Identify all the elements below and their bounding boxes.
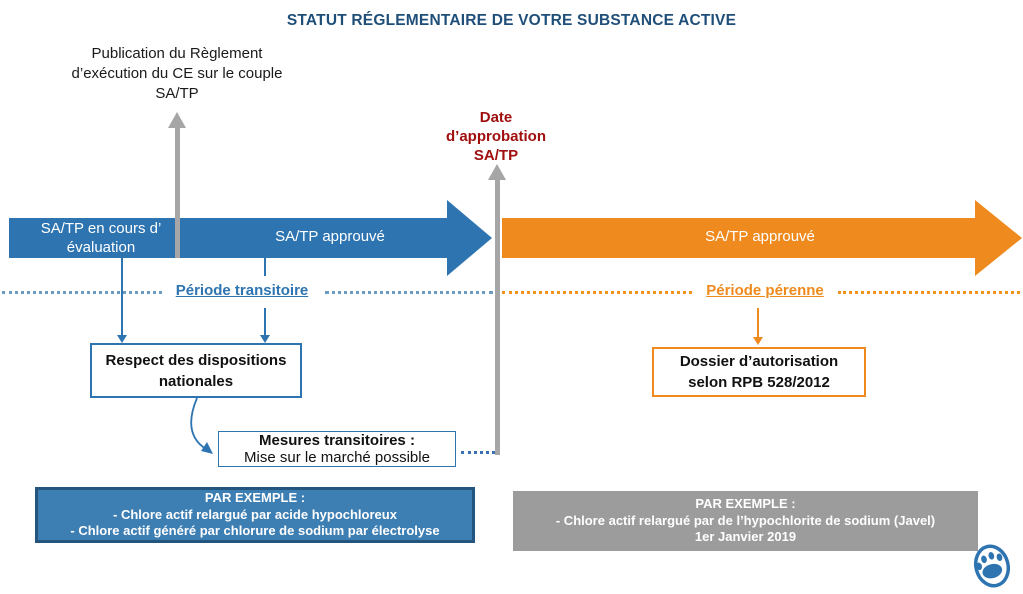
connector-orange [757,308,759,338]
connector-blue-left [121,258,123,336]
box-transitional-measures-body: Mise sur le marché possible [244,449,430,466]
dotted-line-blue-2 [325,291,493,294]
dotted-line-blue-1 [2,291,162,294]
dotted-line-orange-2 [838,291,1020,294]
connector-blue-left-arrow-icon [117,335,127,343]
up-arrow-approval-line [495,179,500,455]
connector-blue-right-lower [264,308,266,336]
up-arrow-publication-icon [168,112,186,128]
label-satp-approved-orange: SA/TP approuvé [705,228,815,245]
timeline-arrow-blue-head-icon [447,200,492,276]
connector-blue-right-arrow-icon [260,335,270,343]
connector-orange-arrow-icon [753,337,763,345]
approval-date-note: Date d’approbation SA/TP [446,109,546,164]
period-transitional-label: Période transitoire [175,282,309,299]
label-satp-approved-blue: SA/TP approuvé [275,228,385,245]
publication-note: Publication du Règlement d’exécution du … [71,45,283,102]
connector-blue-right-upper [264,258,266,276]
box-authorisation-dossier: Dossier d’autorisation selon RPB 528/201… [652,347,866,397]
box-transitional-measures-title: Mesures transitoires : [259,432,415,449]
example-gray-heading: PAR EXEMPLE : [695,496,796,512]
page-title: STATUT RÉGLEMENTAIRE DE VOTRE SUBSTANCE … [286,12,737,29]
dotted-line-orange-1 [502,291,692,294]
up-arrow-publication-line [175,127,180,258]
timeline-arrow-blue [9,218,447,258]
timeline-arrow-orange-head-icon [975,200,1022,276]
label-satp-evaluation: SA/TP en cours d’ évaluation [40,220,162,256]
curved-arrow-icon [190,397,213,454]
up-arrow-approval-icon [488,164,506,180]
example-blue-heading: PAR EXEMPLE : [204,490,306,506]
paw-logo-icon [973,544,1011,588]
example-blue-line1: - Chlore actif relargué par acide hypoch… [113,506,397,522]
period-permanent-label: Période pérenne [706,282,824,299]
box-national-provisions: Respect des dispositions nationales [90,343,302,398]
timeline-arrow-orange [502,218,975,258]
dotted-line-measures [461,451,495,454]
example-gray-line2: 1er Janvier 2019 [694,529,797,545]
example-blue-line2: - Chlore actif généré par chlorure de so… [70,523,440,539]
example-gray-line1: - Chlore actif relargué par de l’hypochl… [555,512,936,528]
